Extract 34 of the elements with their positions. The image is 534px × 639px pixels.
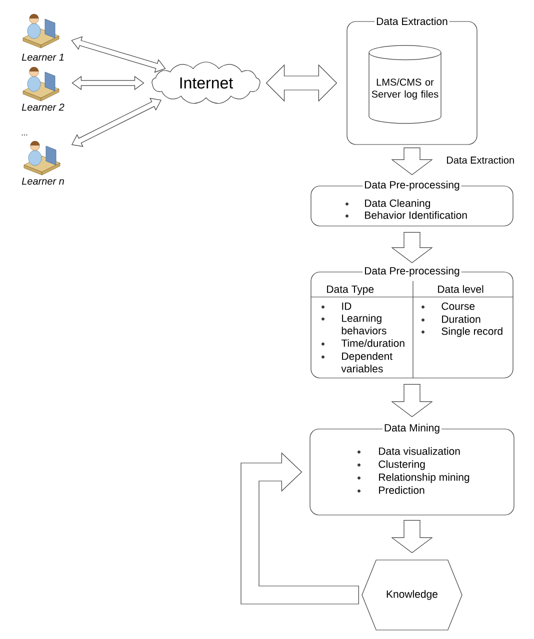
list-item: Course bbox=[442, 302, 475, 310]
block-arrow bbox=[391, 148, 433, 176]
box-title: Data Mining bbox=[382, 422, 442, 436]
list-item: ID bbox=[342, 302, 352, 310]
list-item: Behavior Identification bbox=[365, 211, 467, 219]
list-item: Single record bbox=[442, 327, 502, 337]
list-item: Data visualization bbox=[379, 447, 460, 455]
list-item: Prediction bbox=[379, 486, 424, 494]
block-arrow bbox=[391, 520, 433, 554]
block-arrow bbox=[391, 232, 433, 264]
box-title: Data Pre-processing bbox=[362, 179, 462, 192]
edge-label: Data Extraction bbox=[447, 156, 514, 164]
column-header: Data level bbox=[438, 285, 484, 293]
box-title: Data Extraction bbox=[374, 16, 450, 27]
list-item: Relationship mining bbox=[379, 473, 470, 483]
double-arrow bbox=[71, 36, 166, 73]
box-title: Data Pre-processing bbox=[362, 265, 462, 278]
ellipsis-text: ... bbox=[22, 134, 28, 136]
double-arrow bbox=[72, 76, 144, 90]
icon-caption: Learner n bbox=[22, 178, 64, 185]
icon-caption: Learner 2 bbox=[22, 104, 64, 111]
block-arrow bbox=[240, 452, 359, 604]
list-item: Dependent variables bbox=[341, 352, 392, 372]
icon-caption: Learner 1 bbox=[22, 54, 64, 61]
list-item: Learning behaviors bbox=[342, 314, 386, 334]
list-item: Data Cleaning bbox=[365, 199, 430, 209]
double-arrow bbox=[266, 64, 338, 102]
list-item: Time/duration bbox=[341, 339, 404, 347]
list-item: Clustering bbox=[378, 460, 425, 470]
list-item: Duration bbox=[442, 315, 480, 323]
block-arrow bbox=[391, 384, 433, 418]
column-header: Data Type bbox=[327, 286, 374, 295]
database-cylinder: LMS/CMS or Server log files bbox=[368, 45, 442, 124]
hexagon: Knowledge bbox=[362, 560, 462, 630]
